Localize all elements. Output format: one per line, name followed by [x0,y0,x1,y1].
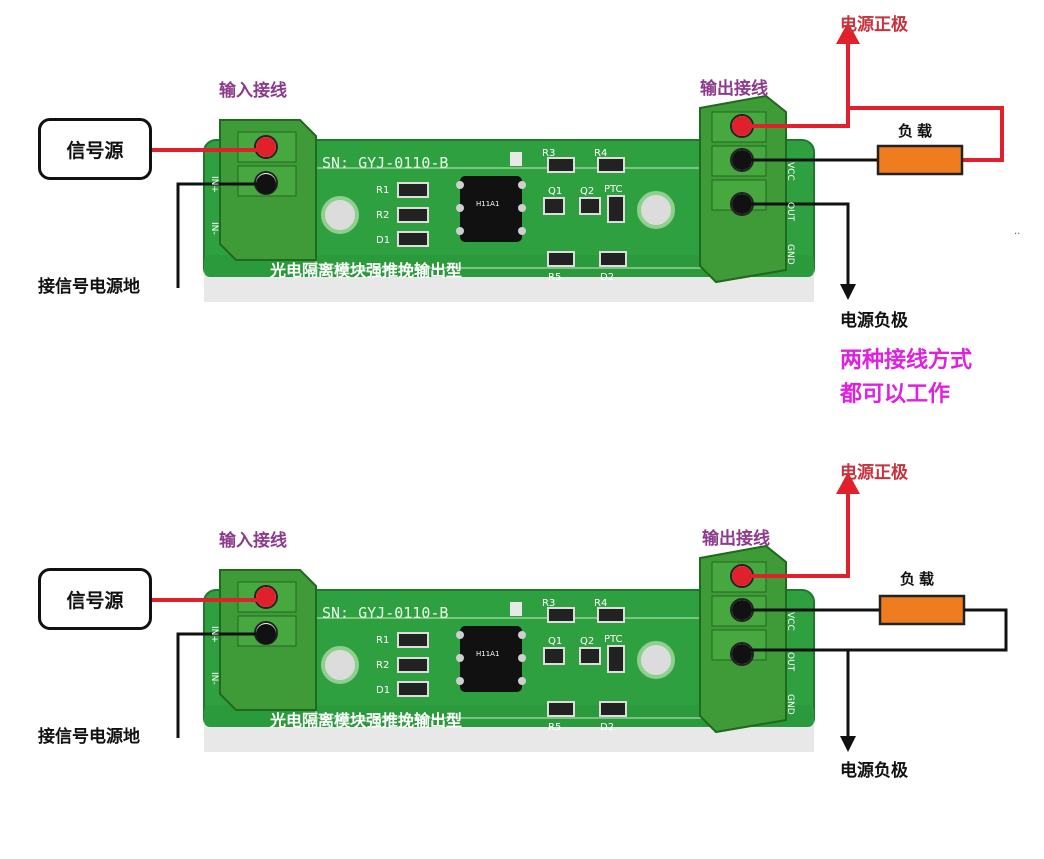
label-gnd: GND [785,694,795,715]
load-resistor [878,594,966,626]
load-label: 负载 [900,570,939,588]
label-ptc: PTC [604,184,623,195]
label-d1: D1 [376,235,390,246]
label-in-pos: IN+ [209,176,219,193]
gnd-dot [732,194,752,214]
positive-arrow [836,22,860,44]
label-r3: R3 [542,148,555,159]
diagram-graphics: SN: GYJ-0110-B 光电隔离模块强推挽输出型 R1 R2 D1 R3 … [152,22,1004,302]
label-out: OUT [785,202,795,222]
label-r1: R1 [376,635,389,646]
note-line-1: 两种接线方式 [840,348,973,373]
signal-ground-label: 接信号电源地 [38,277,140,297]
load-label: 负载 [898,122,937,140]
label-in-pos: IN+ [209,626,219,643]
vcc-dot [732,566,752,586]
label-in-neg: IN- [209,672,219,685]
label-d2: D2 [600,272,614,283]
ground-dot [256,174,276,194]
signal-source-box: 信号源 [38,118,152,180]
label-q2: Q2 [580,636,594,647]
label-out: OUT [785,652,795,672]
stray-mark: .. [1014,226,1021,237]
negative-wire [742,202,850,288]
power-negative-label: 电源负极 [840,761,908,781]
load-resistor [876,144,964,176]
out-dot [732,600,752,620]
signal-dot [256,587,276,607]
ic-code: H11A1 [476,200,499,208]
board-title: 光电隔离模块强推挽输出型 [269,711,462,730]
label-d1: D1 [376,685,390,696]
label-vcc: VCC [785,612,795,631]
output-wiring-label: 输出接线 [700,79,768,99]
label-d2: D2 [600,722,614,733]
label-r3: R3 [542,598,555,609]
vcc-dot [732,116,752,136]
board-title: 光电隔离模块强推挽输出型 [269,261,462,280]
board-serial: SN: GYJ-0110-B [322,604,448,622]
out-dot [732,150,752,170]
signal-source-box: 信号源 [38,568,152,630]
label-r4: R4 [594,598,607,609]
output-wiring-label: 输出接线 [702,529,770,549]
label-r1: R1 [376,185,389,196]
ground-dot [256,624,276,644]
wiring-diagram-1: SN: GYJ-0110-B 光电隔离模块强推挽输出型 R1 R2 D1 R3 … [0,0,1044,409]
negative-arrow [840,736,856,752]
positive-arrow [836,472,860,494]
label-gnd: GND [785,244,795,265]
negative-arrow [840,284,856,300]
signal-dot [256,137,276,157]
wiring-diagram-2: SN: GYJ-0110-B 光电隔离模块强推挽输出型 R1 R2 D1 R3 … [0,450,1044,859]
label-q1: Q1 [548,186,562,197]
signal-ground-wire [176,182,266,288]
gnd-dot [732,644,752,664]
label-r2: R2 [376,660,389,671]
note-line-2: 都可以工作 [840,382,951,408]
signal-ground-label: 接信号电源地 [38,727,140,747]
power-negative-label: 电源负极 [840,311,908,331]
wiring-note: 两种接线方式 都可以工作 [840,344,972,412]
power-positive-label: 电源正极 [840,463,908,483]
ic-code: H11A1 [476,650,499,658]
pcb-board [203,589,815,752]
label-vcc: VCC [785,162,795,181]
power-positive-label: 电源正极 [840,15,908,35]
board-serial: SN: GYJ-0110-B [322,154,448,172]
load-positive-wire [848,106,1004,162]
signal-ground-wire [176,632,266,738]
label-r5: R5 [548,272,561,283]
diagram-graphics: SN: GYJ-0110-B 光电隔离模块强推挽输出型 R1 R2 D1 R3 … [152,472,1008,752]
label-in-neg: IN- [209,222,219,235]
positive-wire [742,486,850,578]
label-r4: R4 [594,148,607,159]
input-wiring-label: 输入接线 [219,81,287,101]
label-ptc: PTC [604,634,623,645]
label-q1: Q1 [548,636,562,647]
label-q2: Q2 [580,186,594,197]
label-r2: R2 [376,210,389,221]
label-r5: R5 [548,722,561,733]
load-return-wire [742,608,1008,652]
positive-wire [742,36,850,128]
input-wiring-label: 输入接线 [219,531,287,551]
